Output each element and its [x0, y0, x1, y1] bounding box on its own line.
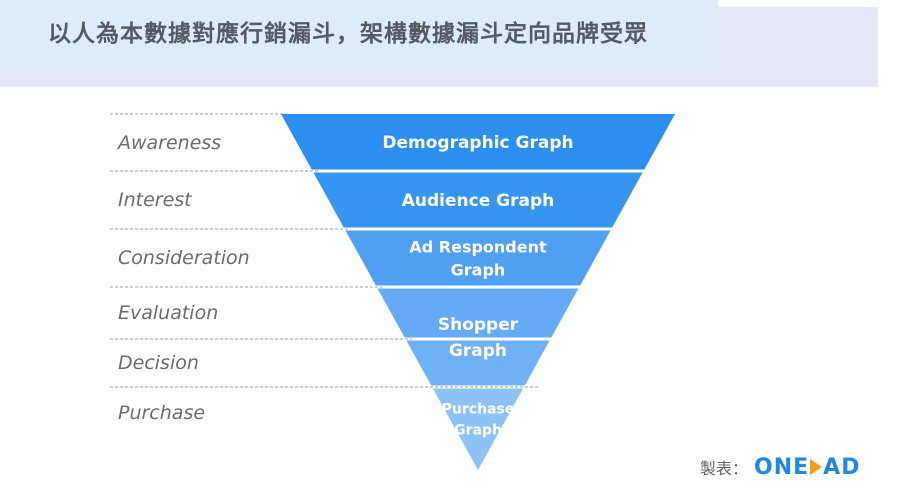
graph-label-purchase: Graph [454, 423, 502, 439]
stage-label-interest: Interest [118, 189, 192, 211]
funnel-segment-consideration [345, 230, 611, 286]
credit-label: 製表： [700, 459, 749, 478]
play-icon [810, 459, 823, 475]
stage-label-awareness: Awareness [118, 131, 222, 154]
graph-label-shopper: Graph [449, 341, 507, 361]
funnel-segment-evaluation [377, 288, 579, 338]
stage-label-purchase: Purchase [118, 401, 206, 424]
funnel-segment-purchase [432, 388, 524, 470]
logo-text-left: ONE [754, 454, 810, 480]
funnel-segment-interest [313, 172, 643, 228]
credit: 製表： ONE AD [700, 452, 860, 482]
funnel-segment-awareness [281, 114, 675, 170]
graph-label-consideration: Graph [451, 260, 506, 279]
graph-label-purchase: Purchase [442, 402, 515, 418]
stage-label-evaluation: Evaluation [118, 302, 219, 324]
funnel-segment-decision [406, 340, 550, 386]
graph-label-interest: Audience Graph [402, 191, 555, 211]
graph-label-shopper: Shopper [438, 315, 519, 335]
logo-text-right: AD [823, 454, 861, 480]
graph-label-awareness: Demographic Graph [382, 133, 573, 153]
stage-label-decision: Decision [118, 352, 199, 374]
stage-dividers [110, 113, 540, 388]
graph-label-consideration: Ad Respondent [409, 237, 547, 256]
stage-label-consideration: Consideration [118, 247, 250, 269]
header-band [0, 0, 718, 68]
funnel-segments [281, 114, 675, 470]
onead-logo: ONE AD [754, 455, 860, 480]
page-title: 以人為本數據對應行銷漏斗，架構數據漏斗定向品牌受眾 [48, 21, 648, 47]
